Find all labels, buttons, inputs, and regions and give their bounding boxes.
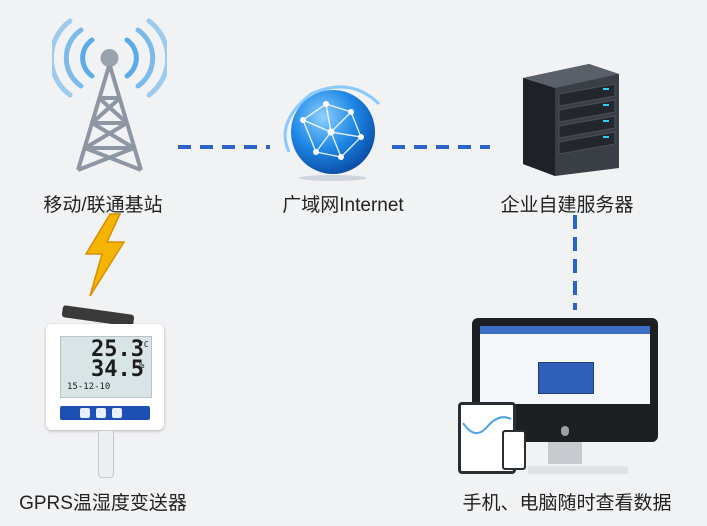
button-bar bbox=[60, 406, 150, 420]
humidity-value: 34.5 bbox=[91, 357, 144, 382]
temperature-unit: °C bbox=[139, 340, 149, 349]
device-button[interactable] bbox=[112, 408, 122, 418]
tower-node bbox=[52, 18, 167, 178]
internet-node bbox=[281, 82, 385, 182]
chart-thumbnail-icon bbox=[462, 416, 512, 434]
temperature-value: 25.3 bbox=[91, 337, 144, 362]
globe-icon bbox=[283, 85, 381, 181]
device-button[interactable] bbox=[96, 408, 106, 418]
phone bbox=[502, 430, 526, 470]
device-button[interactable] bbox=[80, 408, 90, 418]
cell-tower-icon bbox=[52, 18, 167, 172]
server-label: 企业自建服务器 bbox=[500, 195, 634, 216]
wireless-signal bbox=[80, 212, 128, 298]
server-icon bbox=[523, 64, 619, 176]
keyboard bbox=[528, 466, 628, 474]
sensor-probe bbox=[98, 430, 114, 478]
monitor-stand bbox=[548, 442, 582, 464]
internet-label: 广域网Internet bbox=[282, 195, 404, 216]
link-internet-server bbox=[392, 145, 490, 149]
device-label: GPRS温湿度变送器 bbox=[19, 493, 187, 514]
humidity-unit: % bbox=[139, 361, 145, 371]
tower-label: 移动/联通基站 bbox=[43, 195, 163, 216]
client-label: 手机、电脑随时查看数据 bbox=[462, 493, 672, 514]
apple-logo-icon bbox=[561, 426, 569, 436]
lcd-screen: 25.3 °C 34.5 % 15-12-10 bbox=[60, 336, 152, 398]
date-value: 15-12-10 bbox=[67, 382, 111, 392]
device-body: 25.3 °C 34.5 % 15-12-10 bbox=[46, 324, 164, 430]
lightning-icon bbox=[84, 213, 126, 297]
link-server-client bbox=[573, 215, 577, 310]
server-node bbox=[515, 60, 635, 180]
link-tower-internet bbox=[178, 145, 270, 149]
